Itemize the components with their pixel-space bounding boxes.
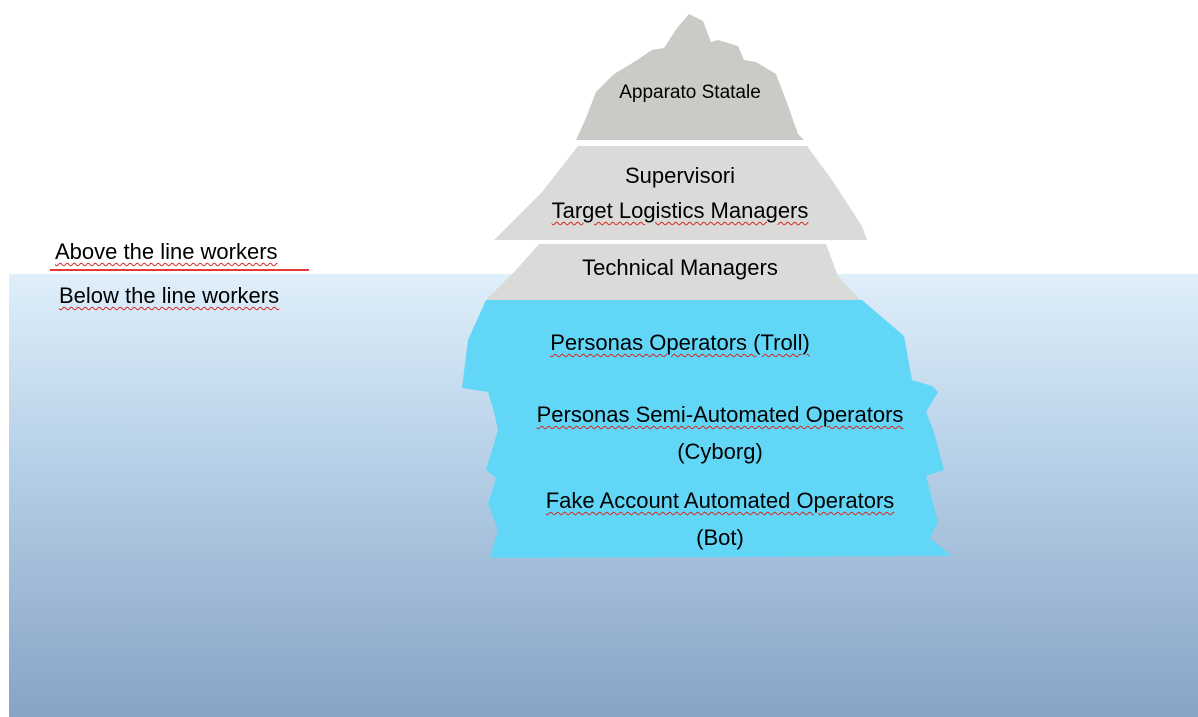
tier-cyborg-text-line1: Personas Semi-Automated Operators [536,402,904,427]
tier-cyborg-label: Personas Semi-Automated Operators (Cybor… [470,396,970,470]
tier-apparato-label: Apparato Statale [540,82,840,104]
tier-cyborg-text-line2: (Cyborg) [677,439,763,464]
tier-bot-text-line1: Fake Account Automated Operators [545,488,895,513]
tier-technical-label: Technical Managers [480,255,880,281]
tier-target-logistics-text: Target Logistics Managers [551,198,809,223]
iceberg-peak [576,14,804,140]
tier-troll-label: Personas Operators (Troll) [480,330,880,356]
tier-bot-text-line2: (Bot) [696,525,744,550]
above-line-label: Above the line workers [55,239,278,265]
tier-bot-label: Fake Account Automated Operators (Bot) [470,482,970,556]
above-line-text: Above the line workers [55,239,278,264]
tier-apparato-text: Apparato Statale [619,82,761,103]
iceberg-tier-supervisori [494,146,867,240]
below-line-text: Below the line workers [59,283,280,308]
tier-technical-text: Technical Managers [582,255,778,280]
below-line-label: Below the line workers [59,283,279,309]
tier-supervisori-label: Supervisori Target Logistics Managers [480,158,880,228]
tier-troll-text: Personas Operators (Troll) [550,330,810,355]
tier-supervisori-text: Supervisori [624,163,736,188]
iceberg-tier-technical [486,244,860,300]
iceberg-submerged [462,300,952,558]
